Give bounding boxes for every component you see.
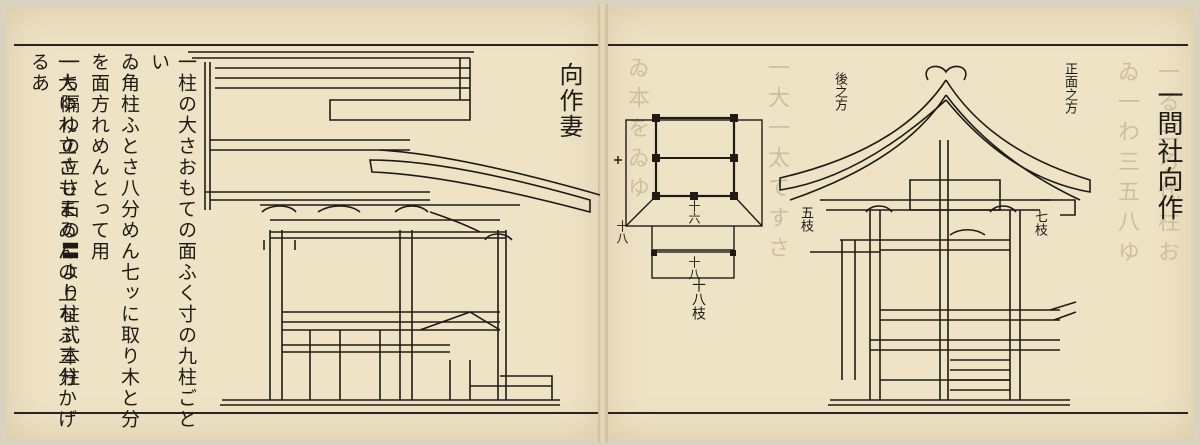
right-front-elevation-drawing [779, 65, 1091, 406]
top-rule-right [608, 44, 1188, 46]
plan-mark-center: 十六 [687, 200, 701, 224]
plan-mark-left: 十八 [615, 220, 629, 244]
label-five-branches: 五枝 [798, 206, 813, 232]
diagram-title-left: 向作妻 [555, 62, 583, 140]
text-column-4: 一ち隔ゆの立さ石の〓より柱式本柱 [58, 52, 80, 388]
left-elevation-drawing [188, 51, 601, 406]
book-gutter [598, 4, 608, 442]
bleed-through-text: ゐ一わ三五八ゆ [1114, 60, 1139, 270]
right-page [604, 8, 1194, 440]
bleed-through-text: 一る三ろ代柱お [1154, 60, 1179, 270]
label-front-side: 正面之方 [1062, 62, 1077, 114]
bleed-through-text: ゐ本をゐゆ [624, 56, 649, 206]
top-rule-left [14, 44, 598, 46]
floor-plan-drawing [614, 116, 763, 279]
text-column-5: 一大ゆれ立さもまゐんの上なふ三分かげるあ [28, 52, 77, 430]
left-page [6, 8, 602, 440]
text-column-1: 一柱の大さおもての面ふく寸の九柱ごとい [148, 52, 197, 430]
bottom-rule-right [608, 412, 1188, 414]
plan-post-marks [651, 114, 738, 256]
label-back-side: 後之方 [832, 72, 847, 111]
page-title-right: 一間社向作 [1153, 82, 1183, 222]
text-column-3: を面方れめんとって用 [88, 52, 110, 262]
bleed-through-text: 一大一太てすさ [764, 56, 789, 266]
plan-mark-bottom: 十八 [687, 256, 701, 280]
bottom-rule-left [14, 412, 598, 414]
label-seven-branches: 七枝 [1032, 210, 1047, 236]
label-eighteen-branches: 十八枝 [690, 278, 706, 320]
text-column-2: ゐ角柱ふとさ八分めん七ッに取り木と分 [118, 52, 140, 430]
